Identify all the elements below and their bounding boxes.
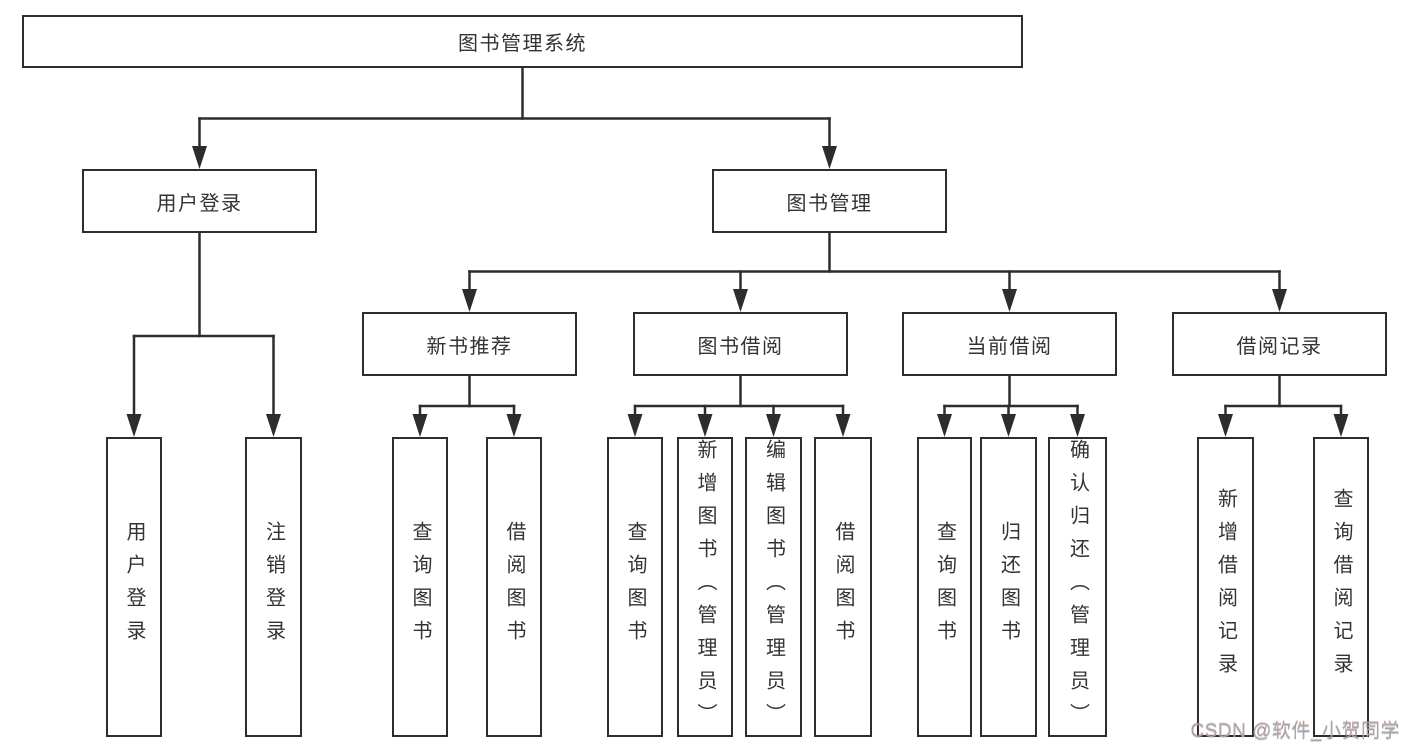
arrowhead-icon: [1070, 414, 1085, 437]
arrowhead-icon: [1272, 289, 1287, 312]
arrowhead-icon: [1333, 414, 1349, 437]
arrowhead-icon: [462, 289, 477, 312]
arrowhead-icon: [822, 146, 837, 169]
leaf-edit-books-admin: 编辑图书（管理员）: [745, 437, 802, 737]
leaf-query-books-current: 查询图书: [917, 437, 972, 737]
arrowhead-icon: [1002, 289, 1017, 312]
arrowhead-icon: [192, 146, 207, 169]
node-new-book-recommend: 新书推荐: [362, 312, 577, 376]
arrowhead-icon: [697, 414, 713, 437]
leaf-user-login: 用户登录: [106, 437, 162, 737]
arrowhead-icon: [733, 289, 748, 312]
arrowhead-icon: [506, 414, 522, 437]
leaf-add-books-admin: 新增图书（管理员）: [677, 437, 733, 737]
leaf-query-books-recommend: 查询图书: [392, 437, 448, 737]
csdn-watermark: CSDN @软件_小贺同学: [1190, 721, 1400, 742]
arrowhead-icon: [412, 414, 428, 437]
leaf-add-borrow-record: 新增借阅记录: [1197, 437, 1254, 737]
leaf-borrow-books-recommend: 借阅图书: [486, 437, 542, 737]
node-book-management: 图书管理: [712, 169, 947, 233]
arrowhead-icon: [266, 414, 281, 437]
arrowhead-icon: [937, 414, 952, 437]
arrowhead-icon: [766, 414, 781, 437]
node-user-login: 用户登录: [82, 169, 317, 233]
node-current-borrow: 当前借阅: [902, 312, 1117, 376]
leaf-query-borrow-record: 查询借阅记录: [1313, 437, 1369, 737]
leaf-return-books: 归还图书: [980, 437, 1037, 737]
node-book-borrow: 图书借阅: [633, 312, 848, 376]
leaf-confirm-return-admin: 确认归还（管理员）: [1048, 437, 1107, 737]
node-root-library-system: 图书管理系统: [22, 15, 1023, 68]
arrowhead-icon: [1001, 414, 1016, 437]
leaf-borrow-books: 借阅图书: [814, 437, 872, 737]
leaf-logout: 注销登录: [245, 437, 302, 737]
arrowhead-icon: [627, 414, 643, 437]
leaf-query-books-borrow: 查询图书: [607, 437, 663, 737]
arrowhead-icon: [1218, 414, 1233, 437]
node-borrow-records: 借阅记录: [1172, 312, 1387, 376]
arrowhead-icon: [835, 414, 851, 437]
arrowhead-icon: [126, 414, 142, 437]
